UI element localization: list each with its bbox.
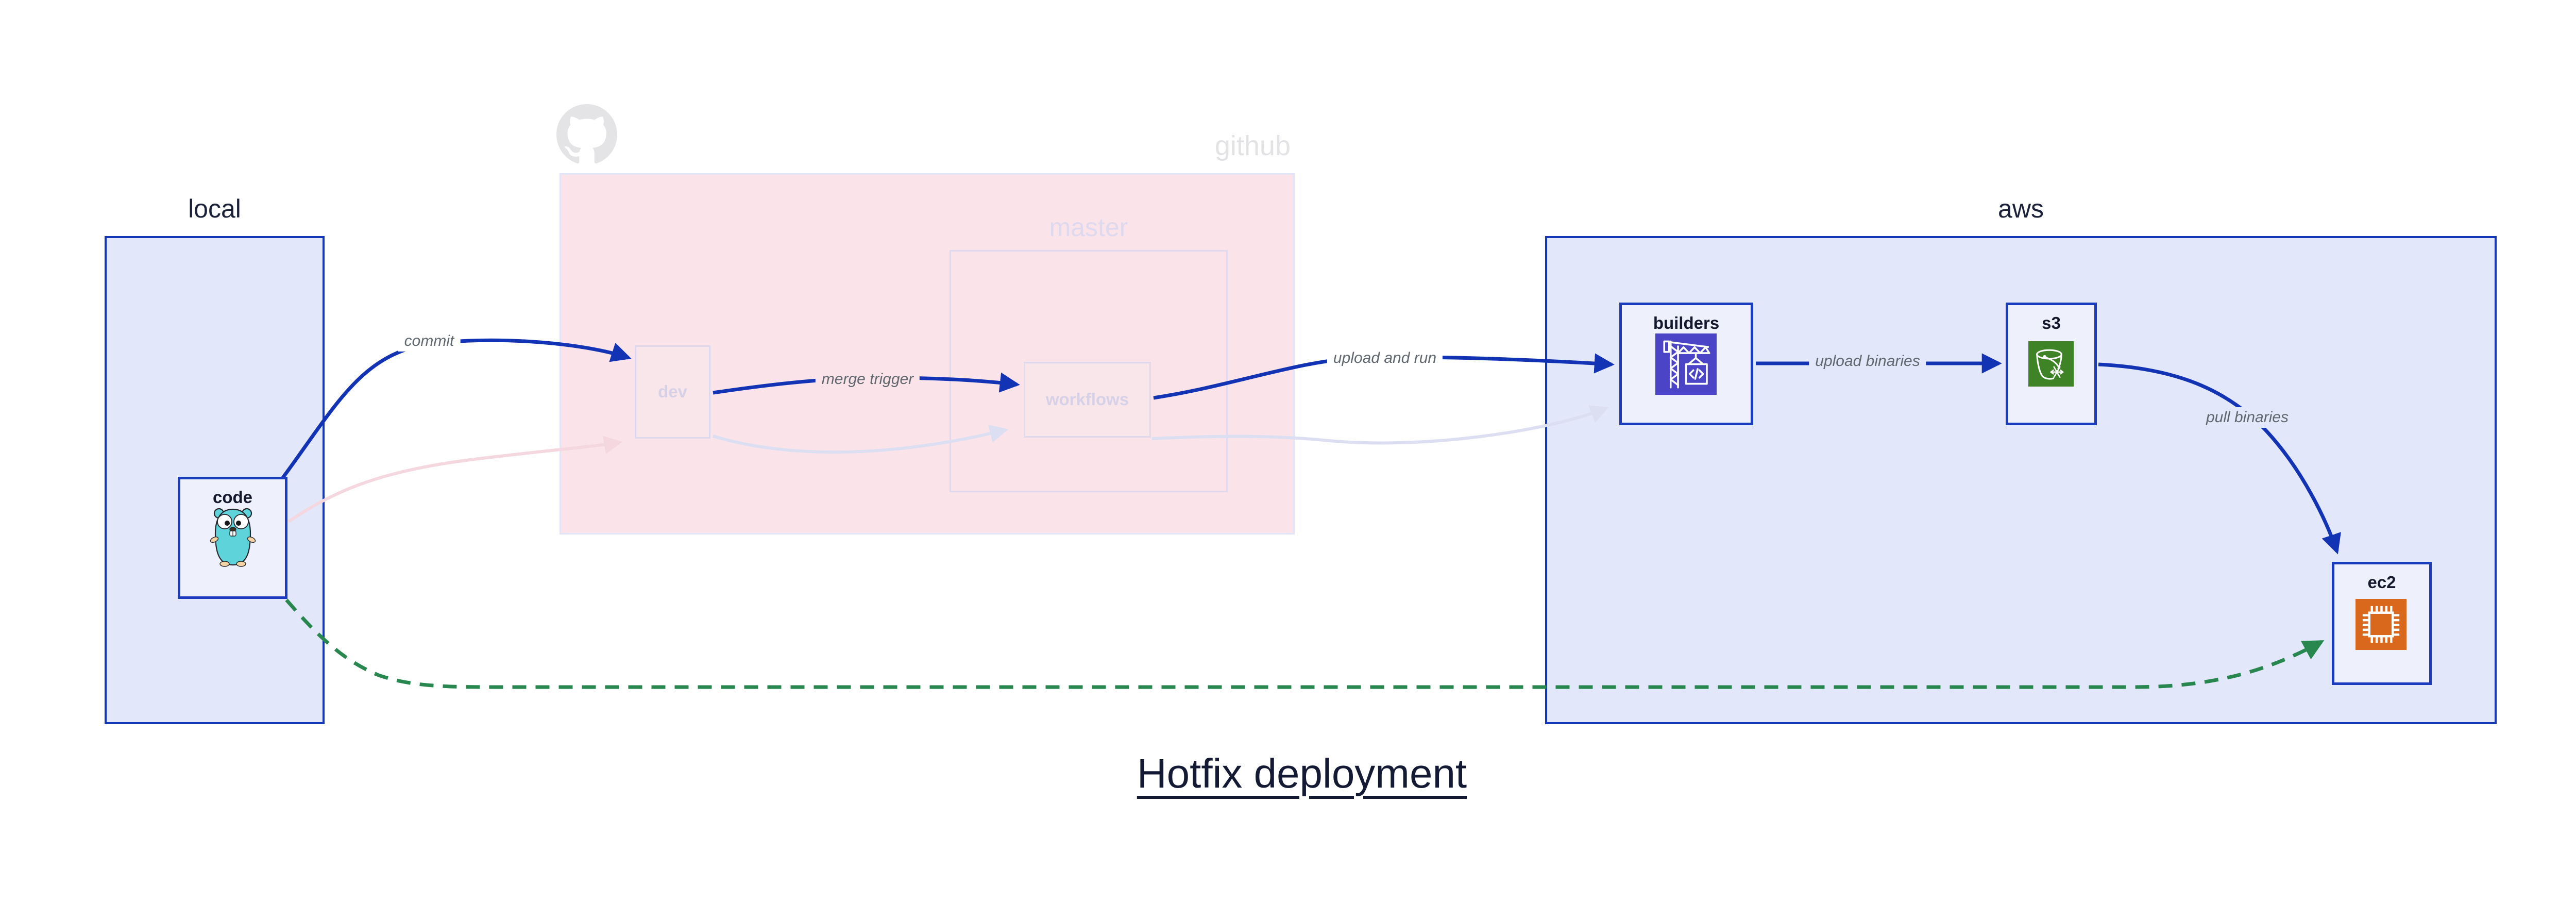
github-octocat-icon bbox=[556, 104, 617, 164]
dev-branch-node: dev bbox=[635, 345, 710, 439]
code-node-label: code bbox=[212, 488, 253, 507]
master-branch-box bbox=[950, 250, 1228, 492]
merge-trigger-edge-label: merge trigger bbox=[815, 369, 920, 390]
s3-node-label: s3 bbox=[2042, 313, 2061, 332]
hotfix-dashed-arrow bbox=[285, 598, 2325, 689]
builders-node-label: builders bbox=[1653, 313, 1720, 332]
go-gopher-icon bbox=[210, 508, 256, 567]
dev-node-label: dev bbox=[658, 381, 687, 401]
s3-glacier-bucket-icon bbox=[2028, 341, 2074, 387]
commit-arrow bbox=[281, 338, 632, 480]
ec2-chip-icon bbox=[2355, 599, 2406, 650]
github-region-label: github bbox=[1214, 130, 1291, 161]
ec2-node-label: ec2 bbox=[2367, 573, 2396, 592]
diagram-title: Hotfix deployment bbox=[1137, 750, 1467, 796]
commit-edge-label: commit bbox=[398, 331, 461, 352]
workflows-node: workflows bbox=[1024, 362, 1151, 438]
ghost-run-arrow bbox=[1151, 405, 1609, 445]
upload-binaries-edge-label: upload binaries bbox=[1809, 351, 1926, 372]
codebuild-crane-icon bbox=[1655, 333, 1717, 395]
master-branch-label: master bbox=[1049, 213, 1128, 242]
ghost-commit-arrow bbox=[287, 436, 623, 523]
ghost-merge-arrow bbox=[713, 424, 1009, 454]
aws-region-label: aws bbox=[1998, 194, 2044, 223]
pull-binaries-arrow bbox=[2098, 362, 2341, 555]
workflows-node-label: workflows bbox=[1045, 389, 1129, 409]
pull-binaries-edge-label: pull binaries bbox=[2199, 407, 2295, 428]
upload-and-run-edge-label: upload and run bbox=[1327, 348, 1443, 369]
local-region-label: local bbox=[188, 194, 241, 223]
